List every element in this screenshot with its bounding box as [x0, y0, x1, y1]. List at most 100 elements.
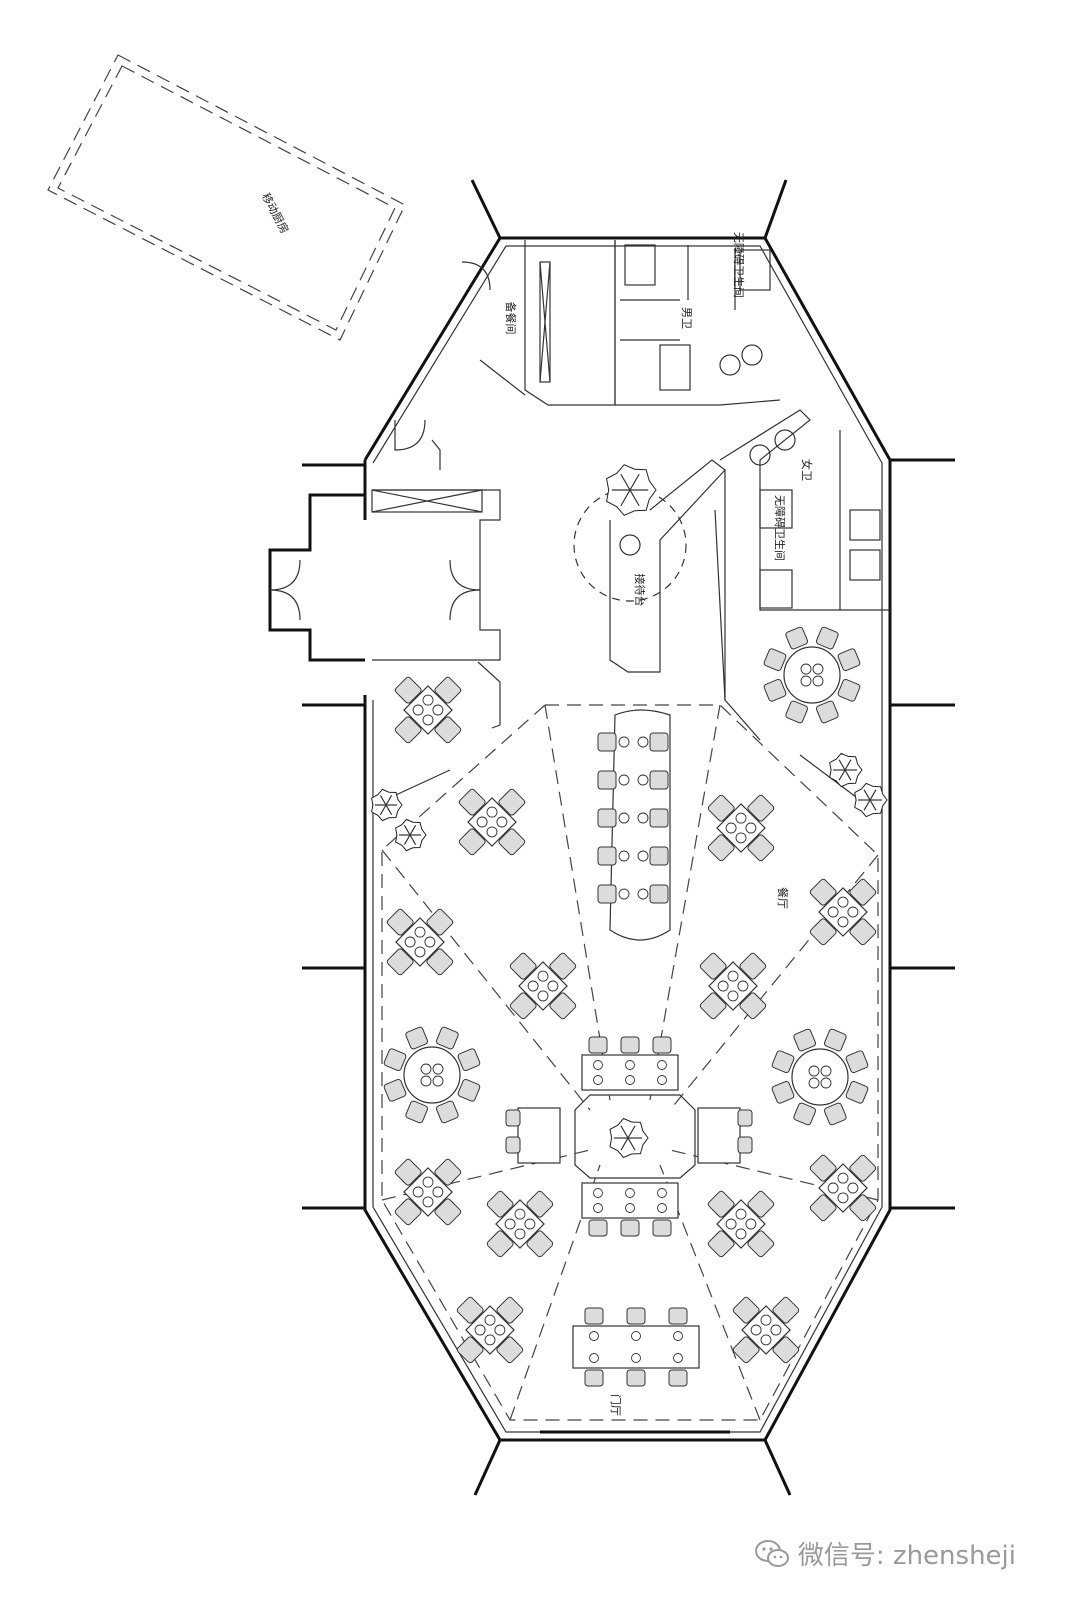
chair — [837, 678, 861, 702]
room-label-mobile-room: 移动厨房 — [259, 191, 291, 236]
place-setting — [412, 704, 424, 716]
chair — [699, 992, 727, 1020]
place-setting — [527, 980, 539, 992]
table-top — [818, 1163, 868, 1213]
chair — [649, 732, 669, 752]
chair — [785, 700, 809, 724]
place-setting — [847, 1182, 859, 1194]
structural-fins — [302, 179, 955, 1496]
chair — [815, 626, 839, 650]
chair — [849, 918, 877, 946]
place-setting — [593, 1203, 603, 1213]
chair — [549, 992, 577, 1020]
place-setting — [827, 906, 839, 918]
chair — [823, 1028, 847, 1052]
place-setting — [494, 1324, 506, 1336]
table-four-seat — [732, 1296, 800, 1364]
place-setting — [637, 850, 649, 862]
table-top — [465, 1305, 515, 1355]
place-setting — [657, 1203, 667, 1213]
chair — [739, 952, 767, 980]
chair — [837, 648, 861, 672]
place-setting — [593, 1075, 603, 1085]
chair — [509, 952, 537, 980]
chair — [649, 770, 669, 790]
room-label-accessible-wc-mid: 无障碍卫生间 — [773, 495, 787, 561]
chair — [394, 676, 422, 704]
chair — [426, 948, 454, 976]
plant-icon — [829, 752, 863, 788]
table-four-seat — [458, 788, 526, 856]
table-top — [395, 917, 445, 967]
chair — [584, 1369, 604, 1387]
place-setting — [476, 816, 488, 828]
mens-toilet — [614, 240, 781, 406]
round-table — [383, 1026, 481, 1124]
place-setting — [717, 980, 729, 992]
place-setting — [820, 1065, 832, 1077]
place-setting — [618, 850, 630, 862]
place-setting — [725, 822, 737, 834]
place-setting — [800, 663, 812, 675]
chair — [584, 1307, 604, 1325]
chair — [707, 834, 735, 862]
table-top — [716, 1199, 766, 1249]
place-setting — [432, 1075, 444, 1087]
table-four-seat — [699, 952, 767, 1020]
chair — [394, 716, 422, 744]
watermark-text: 微信号: zhensheji — [797, 1541, 1016, 1571]
place-setting — [631, 1331, 641, 1341]
table-four-seat — [486, 1190, 554, 1258]
chair — [845, 1050, 869, 1074]
table-pair — [597, 846, 669, 866]
place-setting — [432, 1063, 444, 1075]
place-setting — [637, 774, 649, 786]
chair — [737, 1109, 753, 1127]
place-setting — [414, 946, 426, 958]
room-label-dining-hall: 餐厅 — [776, 887, 790, 909]
plant-icon — [395, 818, 427, 852]
chair — [435, 1100, 459, 1124]
chair — [457, 1048, 481, 1072]
table-four-seat — [707, 794, 775, 862]
plant-icon — [609, 1117, 649, 1159]
table-top — [403, 1046, 461, 1104]
chair — [747, 834, 775, 862]
place-setting — [637, 812, 649, 824]
watermark: 微信号: zhensheji — [754, 1535, 1016, 1572]
place-setting — [618, 736, 630, 748]
chair — [597, 808, 617, 828]
place-setting — [474, 1324, 486, 1336]
place-setting — [837, 916, 849, 928]
place-setting — [735, 812, 747, 824]
chair — [747, 1190, 775, 1218]
table-top — [741, 1305, 791, 1355]
chair — [498, 828, 526, 856]
chair — [620, 1036, 640, 1054]
chair — [772, 1296, 800, 1324]
chair — [747, 1230, 775, 1258]
place-setting — [422, 1176, 434, 1188]
chair — [809, 1154, 837, 1182]
place-setting — [420, 1063, 432, 1075]
room-label-storage: 备餐间 — [504, 302, 518, 335]
place-setting — [424, 936, 436, 948]
place-setting — [657, 1060, 667, 1070]
table-top — [697, 1107, 741, 1164]
chair — [793, 1028, 817, 1052]
place-setting — [514, 1208, 526, 1220]
room-label-accessible-wc-top: 无障碍卫生间 — [732, 232, 746, 298]
chair — [626, 1307, 646, 1325]
place-setting — [618, 888, 630, 900]
chair — [815, 700, 839, 724]
long-table — [581, 1182, 679, 1237]
place-setting — [837, 1192, 849, 1204]
chair — [809, 878, 837, 906]
place-setting — [737, 980, 749, 992]
chair — [456, 1296, 484, 1324]
place-setting — [625, 1060, 635, 1070]
chair — [747, 794, 775, 822]
table-four-seat — [509, 952, 577, 1020]
chair — [763, 678, 787, 702]
